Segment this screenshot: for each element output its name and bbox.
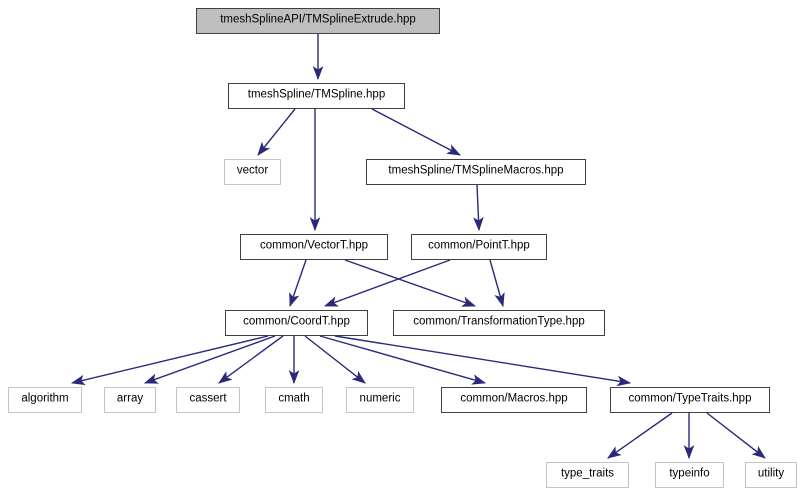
graph-node-typetraits[interactable]: common/TypeTraits.hpp [610,387,770,413]
graph-node-label: tmeshSplineAPI/TMSplineExtrude.hpp [220,13,416,26]
edge-coordt-to-cassert [218,335,284,384]
graph-node-label: utility [757,467,785,480]
graph-node-label: tmeshSpline/TMSpline.hpp [247,88,386,101]
edge-vectort-to-coordt [289,259,307,308]
edges-group [70,34,766,460]
graph-node-label: common/CoordT.hpp [243,315,350,328]
graph-node-label: typeinfo [669,467,710,480]
edge-coordt-to-macros [319,335,487,385]
graph-node-extrude[interactable]: tmeshSplineAPI/TMSplineExtrude.hpp [196,8,440,34]
edge-coordt-to-algorithm [70,335,269,386]
edge-tmspline-to-macros_h [371,108,461,156]
graph-node-label: tmeshSpline/TMSplineMacros.hpp [388,164,564,177]
graph-node-algorithm[interactable]: algorithm [8,387,82,413]
graph-node-label: array [116,392,144,405]
graph-node-numeric[interactable]: numeric [346,387,414,413]
edge-vectort-to-transform [344,259,477,307]
edge-coordt-to-typetraits [334,335,632,387]
graph-node-coordt[interactable]: common/CoordT.hpp [225,310,368,336]
graph-node-label: cmath [278,392,310,405]
graph-node-utility[interactable]: utility [745,462,797,488]
graph-node-label: common/PointT.hpp [428,239,530,252]
graph-node-pointt[interactable]: common/PointT.hpp [411,234,547,260]
edge-macros_h-to-pointt [473,184,484,232]
graph-node-vector[interactable]: vector [224,159,281,185]
graph-node-vectort[interactable]: common/VectorT.hpp [240,234,388,260]
edge-typetraits-to-type_traits [607,412,673,459]
graph-node-label: common/TransformationType.hpp [413,315,585,328]
graph-node-typeinfo[interactable]: typeinfo [655,462,724,488]
edge-pointt-to-transform [489,259,505,308]
graph-node-label: algorithm [21,392,69,405]
edge-coordt-to-array [143,335,276,384]
edge-tmspline-to-vector [257,108,296,156]
edge-coordt-to-numeric [304,335,366,384]
graph-node-macros_h[interactable]: tmeshSpline/TMSplineMacros.hpp [366,159,586,185]
graph-node-cmath[interactable]: cmath [265,387,323,413]
edge-pointt-to-coordt [323,259,451,307]
graph-node-macros[interactable]: common/Macros.hpp [441,387,587,413]
graph-node-label: cassert [189,392,227,405]
graph-node-tmspline[interactable]: tmeshSpline/TMSpline.hpp [228,83,405,109]
graph-node-label: type_traits [560,467,615,480]
graph-node-type_traits[interactable]: type_traits [546,462,629,488]
graph-node-label: common/TypeTraits.hpp [628,392,752,405]
edge-typetraits-to-utility [706,412,766,459]
graph-node-label: common/VectorT.hpp [259,239,369,252]
graph-node-label: numeric [359,392,401,405]
graph-node-label: common/Macros.hpp [460,392,568,405]
graph-node-array[interactable]: array [104,387,156,413]
graph-node-label: vector [236,164,269,177]
graph-node-cassert[interactable]: cassert [176,387,240,413]
graph-node-transform[interactable]: common/TransformationType.hpp [393,310,605,336]
